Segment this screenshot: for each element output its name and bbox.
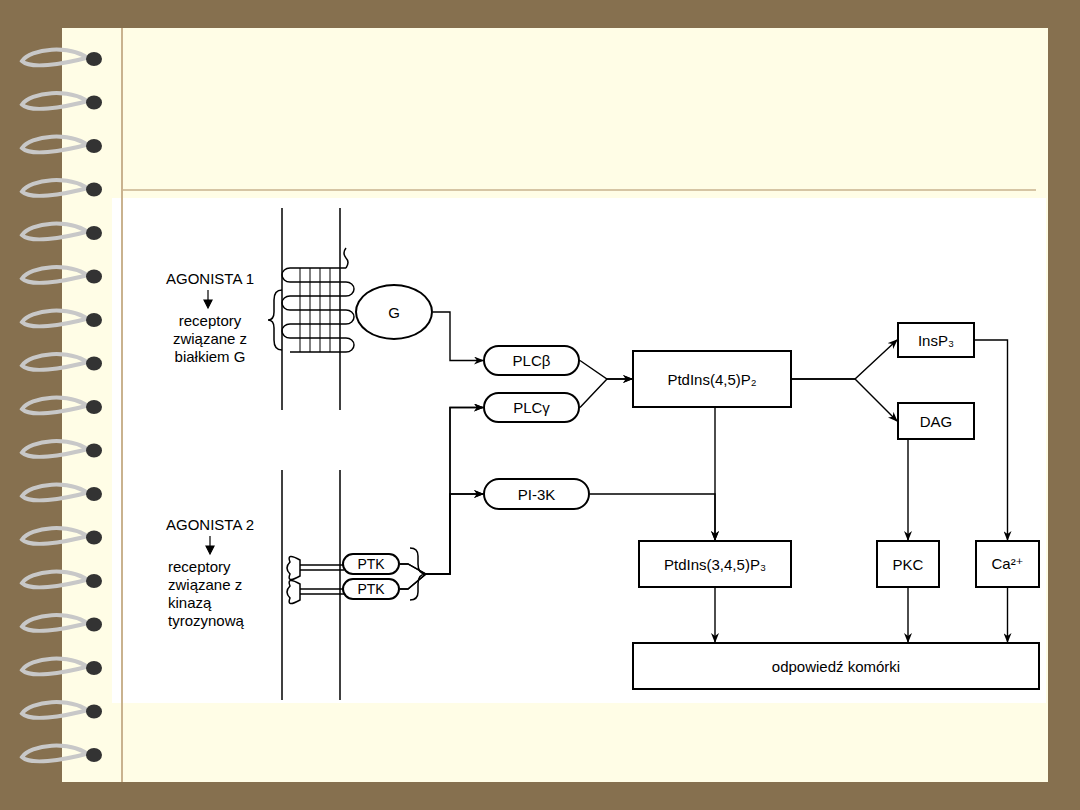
arrow-connector	[400, 494, 483, 589]
ring-hole	[86, 270, 102, 284]
ring-hole	[86, 400, 102, 414]
ring-hole	[86, 52, 102, 66]
ring-hole	[86, 574, 102, 588]
ring-hole	[86, 96, 102, 110]
ring	[22, 93, 92, 109]
ring-hole	[86, 357, 102, 371]
ring	[22, 354, 92, 370]
bracket	[410, 548, 426, 600]
g-protein: G	[355, 284, 433, 340]
ring-hole	[86, 748, 102, 762]
agonist-label: AGONISTA 1	[166, 270, 254, 288]
ring-hole	[86, 661, 102, 675]
enzyme-pill: PI-3K	[483, 478, 590, 510]
node-label: PtdIns(3,4,5)P₃	[660, 556, 770, 573]
ring	[22, 528, 92, 544]
node-label: DAG	[916, 413, 957, 430]
ring-hole	[86, 139, 102, 153]
node-label: G	[384, 304, 404, 321]
kinase-pill: PTK	[342, 553, 400, 575]
process-box: PKC	[876, 540, 940, 588]
ring	[22, 659, 92, 675]
arrow-connector	[792, 379, 897, 421]
ring	[22, 441, 92, 457]
margin-line	[121, 28, 123, 782]
node-label: PLCγ	[509, 399, 554, 416]
process-box: InsP₃	[897, 322, 975, 358]
receptor-label: receptory związane z kinazą tyrozynową	[168, 558, 268, 630]
ring-hole	[86, 444, 102, 458]
node-label: InsP₃	[914, 332, 958, 349]
tyrosine-kinase-receptor	[287, 556, 344, 603]
node-label: PI-3K	[514, 486, 560, 503]
arrow-connector	[400, 494, 483, 574]
node-label: Ca²⁺	[987, 555, 1027, 573]
ring	[22, 485, 92, 501]
enzyme-pill: PLCβ	[483, 345, 580, 376]
ring	[22, 267, 92, 283]
arrow-connector	[590, 494, 715, 540]
arrow-connector	[792, 340, 897, 379]
header-line	[122, 189, 1036, 191]
ring-hole	[86, 226, 102, 240]
arrow-connector	[400, 408, 483, 575]
kinase-pill: PTK	[342, 578, 400, 600]
response-box: odpowiedź komórki	[632, 642, 1040, 690]
agonist-label: AGONISTA 2	[166, 516, 254, 534]
ring-hole	[86, 618, 102, 632]
arrow-connector	[975, 340, 1008, 540]
process-box: Ca²⁺	[975, 540, 1040, 588]
ring-hole	[86, 705, 102, 719]
spiral-binding	[22, 50, 102, 762]
ring	[22, 180, 92, 196]
node-label: PKC	[889, 556, 928, 573]
process-box: PtdIns(3,4,5)P₃	[638, 540, 792, 588]
node-label: odpowiedź komórki	[768, 658, 904, 675]
ring	[22, 137, 92, 153]
agonist-arrow	[204, 290, 214, 554]
arrow-connector	[433, 312, 483, 361]
arrow-connector	[580, 379, 632, 408]
ring	[22, 615, 92, 631]
node-label: PtdIns(4,5)P₂	[663, 371, 760, 388]
arrow-connector	[907, 588, 908, 642]
ring-hole	[86, 313, 102, 327]
ring	[22, 311, 92, 327]
ring	[22, 702, 92, 718]
process-box: DAG	[897, 402, 975, 440]
receptor-label: receptory związane z białkiem G	[158, 312, 262, 366]
node-label: PTK	[353, 556, 388, 572]
arrow-connector	[580, 361, 632, 380]
ring	[22, 224, 92, 240]
arrow-connector	[400, 408, 483, 590]
ring	[22, 398, 92, 414]
ring	[22, 572, 92, 588]
arrow-connector	[907, 440, 908, 540]
gpcr-symbol	[268, 248, 354, 352]
enzyme-pill: PLCγ	[483, 392, 580, 423]
node-label: PTK	[353, 581, 388, 597]
process-box: PtdIns(4,5)P₂	[632, 350, 792, 408]
arrow-connector	[714, 588, 715, 642]
node-label: PLCβ	[509, 352, 555, 369]
ring-hole	[86, 487, 102, 501]
arrow-connector	[1007, 588, 1008, 642]
ring-hole	[86, 531, 102, 545]
ring	[22, 50, 92, 66]
ring-hole	[86, 183, 102, 197]
ring	[22, 746, 92, 762]
